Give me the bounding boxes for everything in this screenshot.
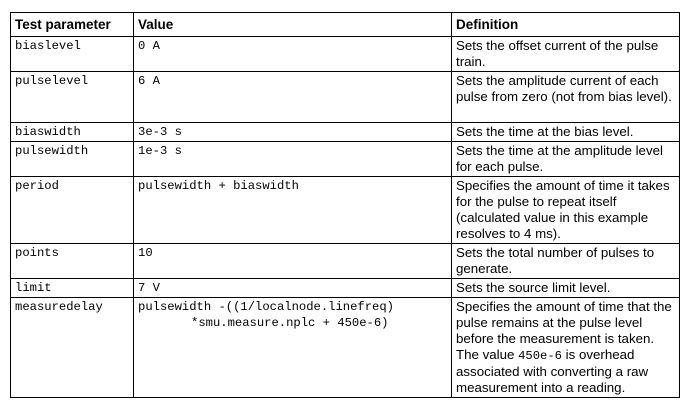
table-row: pulselevel 6 A Sets the amplitude curren…: [10, 71, 680, 123]
table-row: limit 7 V Sets the source limit level.: [10, 278, 680, 298]
definition-cell: Sets the source limit level.: [451, 278, 680, 298]
header-test-parameter: Test parameter: [10, 12, 134, 37]
parameter-cell: biaswidth: [10, 122, 134, 142]
parameter-cell: biaslevel: [10, 36, 134, 72]
value-cell: 7 V: [133, 278, 452, 298]
definition-cell: Sets the amplitude current of each pulse…: [451, 71, 680, 123]
table-row: points 10 Sets the total number of pulse…: [10, 243, 680, 279]
value-cell: 10: [133, 243, 452, 279]
parameter-cell: limit: [10, 278, 134, 298]
definition-cell: Sets the total number of pulses to gener…: [451, 243, 680, 279]
definition-text: is overhead associated with converting a…: [456, 347, 649, 395]
definition-cell: Sets the time at the amplitude level for…: [451, 141, 680, 177]
value-cell: 3e-3 s: [133, 122, 452, 142]
parameter-cell: period: [10, 176, 134, 244]
header-value: Value: [133, 12, 452, 37]
definition-cell: Specifies the amount of time that the pu…: [451, 297, 680, 398]
table-row: biaswidth 3e-3 s Sets the time at the bi…: [10, 122, 680, 142]
table-row: measuredelay pulsewidth -((1/localnode.l…: [10, 297, 680, 398]
parameter-cell: pulsewidth: [10, 141, 134, 177]
definition-cell: Sets the time at the bias level.: [451, 122, 680, 142]
test-parameters-table: Test parameter Value Definition biasleve…: [10, 12, 680, 398]
inline-code: 450e-6: [518, 349, 562, 363]
definition-cell: Specifies the amount of time it takes fo…: [451, 176, 680, 244]
parameter-cell: measuredelay: [10, 297, 134, 398]
value-cell: pulsewidth + biaswidth: [133, 176, 452, 244]
value-cell: 1e-3 s: [133, 141, 452, 177]
definition-cell: Sets the offset current of the pulse tra…: [451, 36, 680, 72]
value-cell: 0 A: [133, 36, 452, 72]
value-cell: 6 A: [133, 71, 452, 123]
value-line-1: pulsewidth -((1/localnode.linefreq): [138, 300, 394, 314]
table-row: pulsewidth 1e-3 s Sets the time at the a…: [10, 141, 680, 177]
header-definition: Definition: [451, 12, 680, 37]
value-cell: pulsewidth -((1/localnode.linefreq) *smu…: [133, 297, 452, 398]
table-header-row: Test parameter Value Definition: [10, 12, 680, 37]
value-line-2: *smu.measure.nplc + 450e-6): [191, 316, 389, 330]
parameter-cell: pulselevel: [10, 71, 134, 123]
definition-text: Specifies the amount of time that the pu…: [456, 299, 672, 362]
table-row: biaslevel 0 A Sets the offset current of…: [10, 36, 680, 72]
table-row: period pulsewidth + biaswidth Specifies …: [10, 176, 680, 244]
parameter-cell: points: [10, 243, 134, 279]
